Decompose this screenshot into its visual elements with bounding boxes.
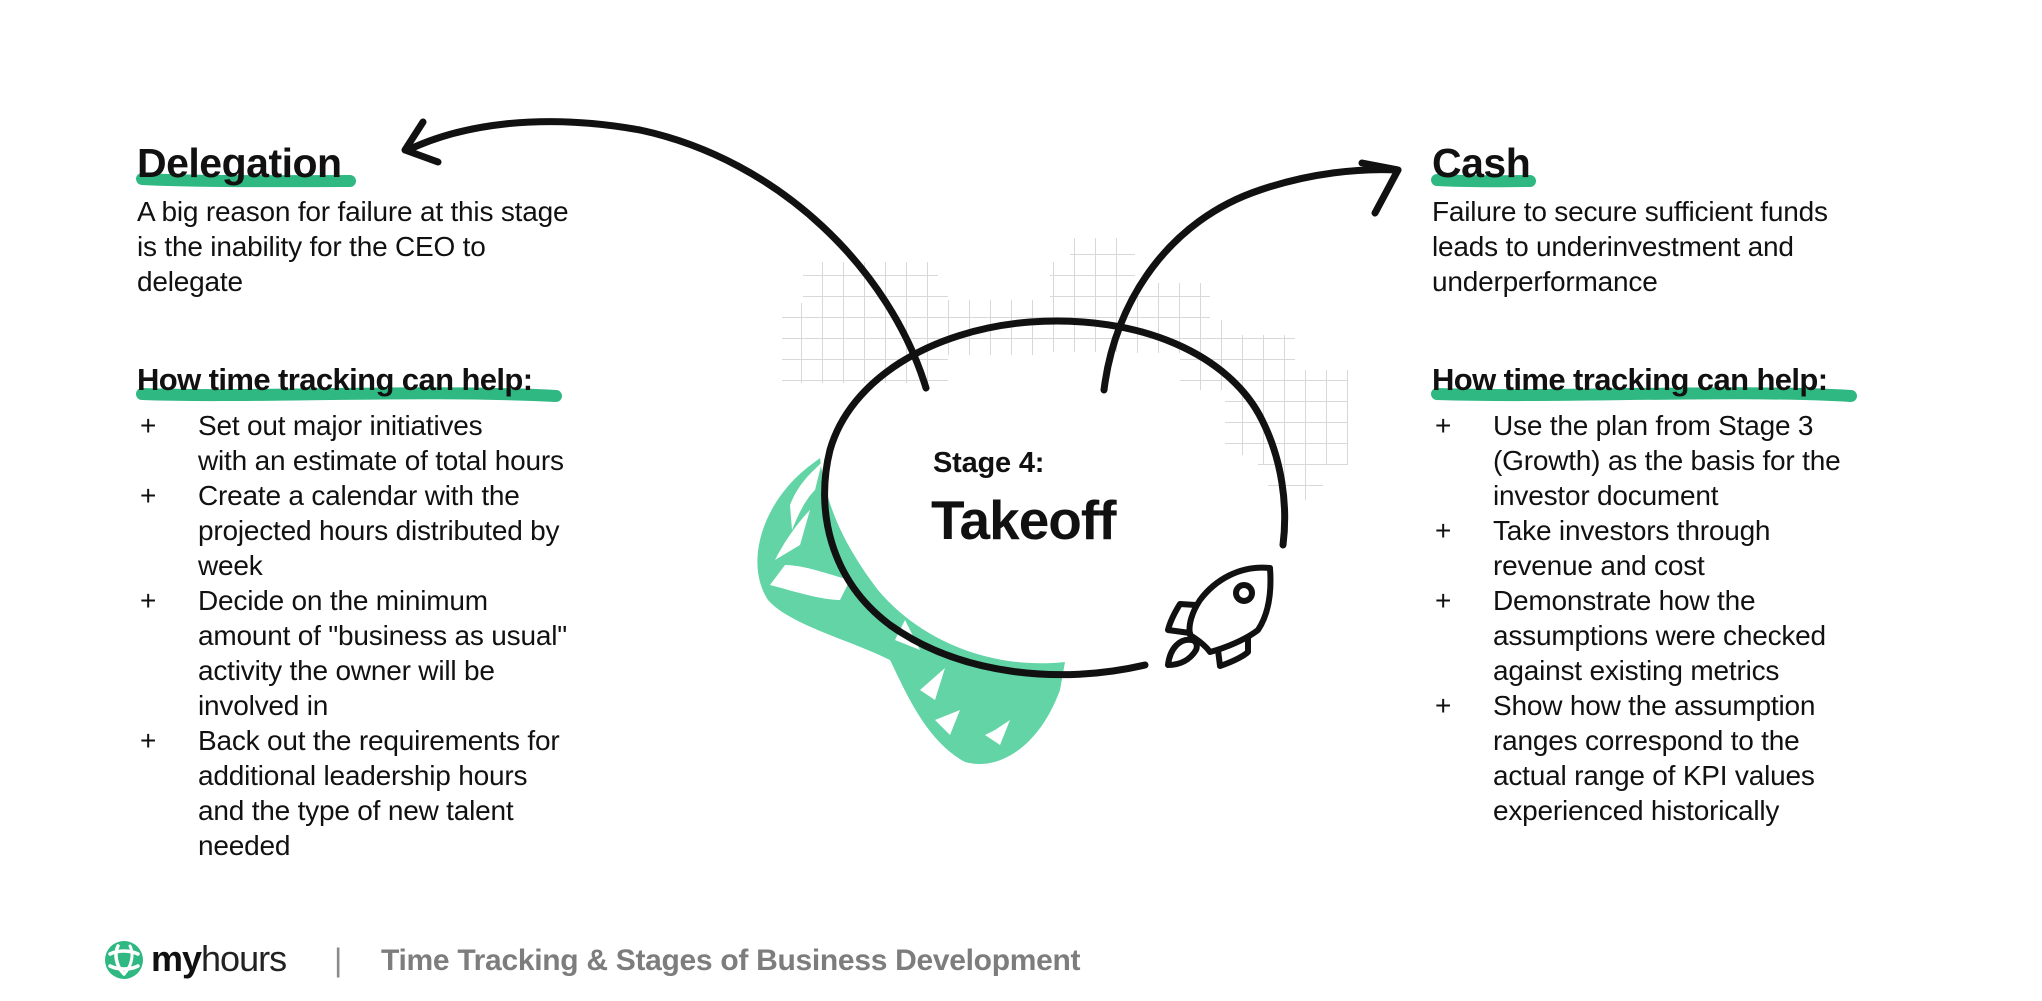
brand-light: hours <box>201 938 287 979</box>
list-item-line: Set out major initiatives <box>198 410 483 441</box>
list-item-line: Back out the requirements for <box>198 725 560 756</box>
delegation-heading: Delegation <box>137 143 342 184</box>
list-item-line: Decide on the minimum <box>198 585 488 616</box>
stage-title: Takeoff <box>931 489 1117 551</box>
arrow-head-left <box>401 118 442 166</box>
help-heading-right: How time tracking can help: <box>1432 364 1828 395</box>
list-item-line: needed <box>198 830 291 861</box>
list-item: + Create a calendar with the projected h… <box>137 478 697 583</box>
help-list-left: + Set out major initiatives with an esti… <box>137 408 697 863</box>
plus-bullet-icon: + <box>140 585 157 616</box>
cash-description: Failure to secure sufficient funds leads… <box>1432 194 1952 299</box>
description-line: leads to underinvestment and <box>1432 231 1794 262</box>
help-heading-left: How time tracking can help: <box>137 364 533 395</box>
list-item-line: with an estimate of total hours <box>198 445 564 476</box>
list-item-line: assumptions were checked <box>1493 620 1826 651</box>
footer-divider: | <box>334 942 343 978</box>
list-item-line: Demonstrate how the <box>1493 585 1756 616</box>
grid-texture <box>782 238 1348 500</box>
list-item-line: week <box>198 550 263 581</box>
list-item-line: Take investors through <box>1493 515 1771 546</box>
description-line: Failure to secure sufficient funds <box>1432 196 1828 227</box>
arrow-to-cash <box>1100 166 1402 394</box>
list-item: + Back out the requirements for addition… <box>137 723 697 863</box>
subheading-underline-right <box>1431 387 1857 402</box>
list-item: + Demonstrate how the assumptions were c… <box>1432 583 1992 688</box>
list-item-line: Show how the assumption <box>1493 690 1816 721</box>
plus-bullet-icon: + <box>140 410 157 441</box>
heading-underline-cash <box>1431 174 1536 188</box>
list-item-line: actual range of KPI values <box>1493 760 1815 791</box>
list-item-line: (Growth) as the basis for the <box>1493 445 1841 476</box>
plus-bullet-icon: + <box>140 725 157 756</box>
list-item-line: Use the plan from Stage 3 <box>1493 410 1814 441</box>
list-item-line: projected hours distributed by <box>198 515 560 546</box>
list-item-line: against existing metrics <box>1493 655 1780 686</box>
delegation-description: A big reason for failure at this stage i… <box>137 194 657 299</box>
description-line: is the inability for the CEO to <box>137 231 486 262</box>
list-item-line: activity the owner will be <box>198 655 495 686</box>
plus-bullet-icon: + <box>1435 690 1452 721</box>
brand-bold: my <box>151 938 202 979</box>
list-item-line: involved in <box>198 690 329 721</box>
list-item-line: revenue and cost <box>1493 550 1705 581</box>
list-item-line: ranges correspond to the <box>1493 725 1800 756</box>
myhours-globe-icon <box>104 940 144 980</box>
plus-bullet-icon: + <box>1435 515 1452 546</box>
list-item-line: amount of "business as usual" <box>198 620 567 651</box>
arrow-head-right <box>1358 159 1402 217</box>
cash-heading: Cash <box>1432 140 1531 186</box>
plus-bullet-icon: + <box>1435 585 1452 616</box>
description-line: A big reason for failure at this stage <box>137 196 569 227</box>
plus-bullet-icon: + <box>1435 410 1452 441</box>
subheading-underline-left <box>136 387 562 402</box>
list-item-line: additional leadership hours <box>198 760 528 791</box>
help-heading-text: How time tracking can help <box>1432 362 1818 397</box>
description-line: underperformance <box>1432 266 1658 297</box>
stage-label: Stage 4: <box>933 447 1045 479</box>
heading-underline-delegation <box>136 173 356 188</box>
list-item-line: experienced historically <box>1493 795 1780 826</box>
list-item: + Decide on the minimum amount of "busin… <box>137 583 697 723</box>
list-item: + Use the plan from Stage 3 (Growth) as … <box>1432 408 1992 513</box>
list-item-line: investor document <box>1493 480 1719 511</box>
help-list-right: + Use the plan from Stage 3 (Growth) as … <box>1432 408 1992 828</box>
plus-bullet-icon: + <box>140 480 157 511</box>
footer-title: Time Tracking & Stages of Business Devel… <box>381 944 1081 977</box>
list-item: + Take investors through revenue and cos… <box>1432 513 1992 583</box>
list-item-line: and the type of new talent <box>198 795 514 826</box>
stage-circle-outline <box>821 317 1289 679</box>
list-item-line: Create a calendar with the <box>198 480 520 511</box>
help-heading-colon: : <box>1817 362 1828 397</box>
list-item: + Set out major initiatives with an esti… <box>137 408 697 478</box>
description-line: delegate <box>137 266 243 297</box>
cash-title: Cash <box>1432 140 1531 186</box>
delegation-title: Delegation <box>137 140 342 186</box>
arrow-to-delegation <box>404 118 930 392</box>
myhours-logo: myhours <box>151 938 287 980</box>
help-heading-text: How time tracking can help <box>137 362 523 397</box>
help-heading-colon: : <box>522 362 533 397</box>
list-item: + Show how the assumption ranges corresp… <box>1432 688 1992 828</box>
